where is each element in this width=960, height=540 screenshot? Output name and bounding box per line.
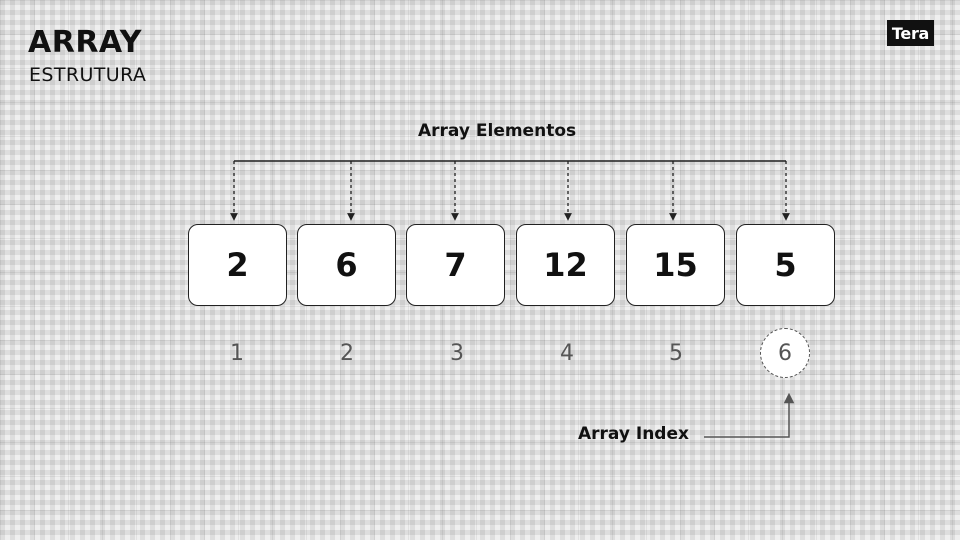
- array-cell: 6: [297, 224, 396, 306]
- array-index: 2: [340, 341, 354, 366]
- array-index: 4: [560, 341, 574, 366]
- array-index-highlighted: 6: [760, 328, 810, 378]
- array-index-label: Array Index: [578, 424, 689, 444]
- array-cell: 5: [736, 224, 835, 306]
- tera-logo: Tera: [887, 20, 934, 46]
- element-pointers: [230, 161, 790, 221]
- array-cell: 2: [188, 224, 287, 306]
- array-cell: 12: [516, 224, 615, 306]
- array-index: 1: [230, 341, 244, 366]
- index-arrow: [704, 392, 795, 438]
- array-cell: 7: [406, 224, 505, 306]
- array-cell: 15: [626, 224, 725, 306]
- array-index: 3: [450, 341, 464, 366]
- array-elements-label: Array Elementos: [418, 121, 577, 141]
- page-subtitle: ESTRUTURA: [29, 64, 147, 86]
- array-index: 5: [669, 341, 683, 366]
- page-title: ARRAY: [28, 25, 142, 60]
